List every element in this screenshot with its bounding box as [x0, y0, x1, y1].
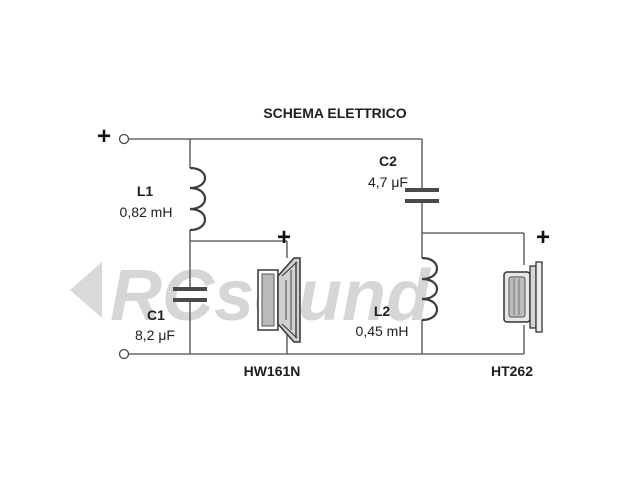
capacitor-c1: C1 8,2 μF [135, 287, 207, 343]
l2-name: L2 [374, 303, 391, 319]
c1-value: 8,2 μF [135, 327, 175, 343]
input-positive-terminal [118, 133, 130, 145]
l2-value: 0,45 mH [356, 323, 409, 339]
tweeter-model: HT262 [491, 363, 533, 379]
diagram-title: SCHEMA ELETTRICO [263, 105, 406, 121]
input-plus-sign: + [97, 123, 111, 150]
inductor-l2: L2 0,45 mH [356, 256, 439, 339]
inductor-l1: L1 0,82 mH [120, 166, 207, 232]
l1-name: L1 [137, 183, 154, 199]
woofer-speaker: + HW161N [244, 224, 301, 379]
watermark-logo-icon [70, 262, 102, 318]
woofer-model: HW161N [244, 363, 301, 379]
woofer-plus-sign: + [277, 224, 291, 251]
l1-value: 0,82 mH [120, 204, 173, 220]
c1-name: C1 [147, 307, 165, 323]
capacitor-c2: C2 4,7 μF [368, 153, 439, 203]
c2-name: C2 [379, 153, 397, 169]
c2-value: 4,7 μF [368, 174, 408, 190]
input-negative-terminal [118, 348, 130, 360]
tweeter-speaker: + HT262 [491, 224, 550, 379]
tweeter-plus-sign: + [536, 224, 550, 251]
